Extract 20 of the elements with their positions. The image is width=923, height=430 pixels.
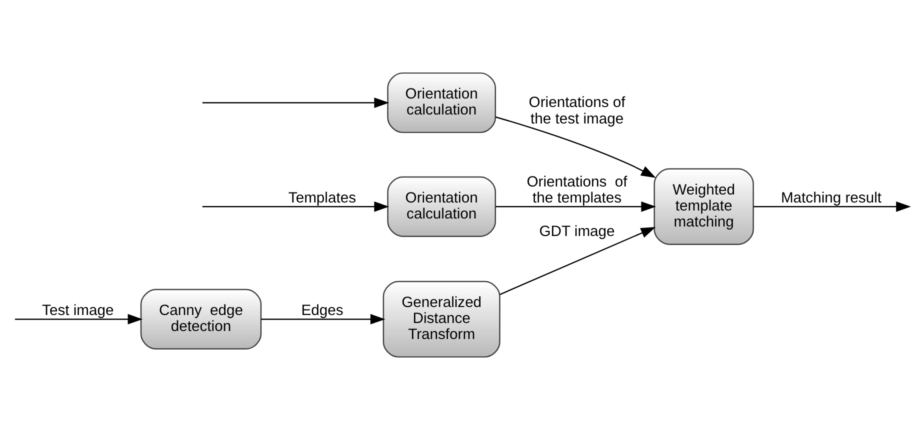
arrow <box>494 116 656 178</box>
arrow <box>202 201 389 212</box>
node-box: Canny edge detection <box>140 288 262 350</box>
arrow <box>499 226 656 296</box>
node-box: Weighted template matching <box>653 168 754 245</box>
edge-label: Orientations of the test image <box>528 95 625 128</box>
edge-label: Edges <box>300 303 343 320</box>
node-box: Orientation calculation <box>386 72 496 134</box>
arrow <box>495 201 656 212</box>
arrow <box>202 98 389 108</box>
edge-label: GDT image <box>538 224 614 240</box>
edge-label: Matching result <box>780 190 882 206</box>
edge-label: Templates <box>288 190 356 206</box>
arrow <box>752 201 910 212</box>
arrow <box>260 314 385 324</box>
edge-label: Test image <box>42 303 114 320</box>
node-box: Orientation calculation <box>386 176 496 237</box>
arrow <box>14 314 142 324</box>
node-box: Generalized Distance Transform <box>382 280 500 358</box>
edge-label: Orientations of the templates <box>526 174 627 206</box>
